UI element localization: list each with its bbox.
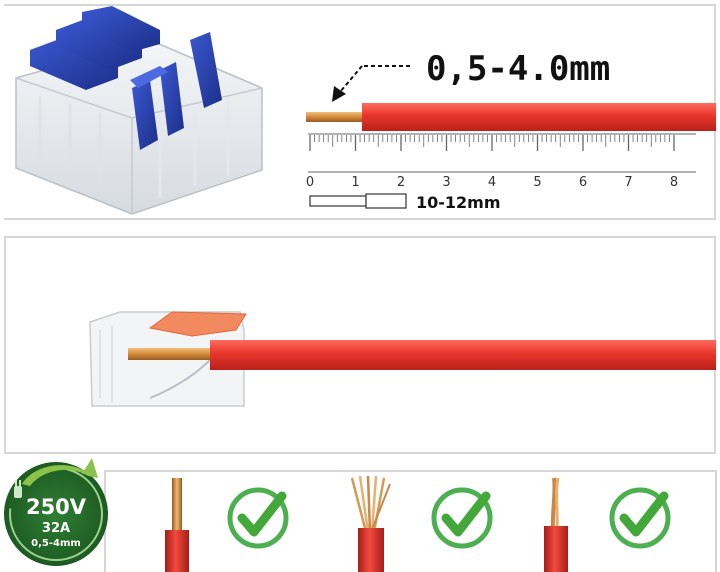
ruler-tick-label: 0 (306, 175, 314, 190)
wire-stranded (350, 475, 391, 572)
ruler-tick-label: 8 (670, 175, 678, 190)
ruler-tick-label: 1 (351, 175, 359, 190)
wire-solid (165, 478, 189, 572)
wire-range-label: 0,5-4.0mm (426, 49, 610, 89)
check-icon (227, 487, 289, 549)
ruler-tick-label: 7 (624, 175, 632, 190)
badge-voltage: 250V (26, 495, 87, 519)
badge-current: 32A (42, 521, 70, 536)
strip-length-label: 10-12mm (416, 193, 501, 212)
ruler-tick-label: 3 (442, 175, 450, 190)
wire-range-callout (332, 65, 410, 102)
connector-3way-image (15, 6, 263, 215)
check-icon (431, 487, 493, 549)
connector-side-image (89, 311, 716, 407)
wire-fine-stranded (544, 477, 568, 572)
plug-icon (14, 480, 22, 498)
badge-wire-range: 0,5-4mm (31, 538, 81, 549)
ruler-tick-label: 6 (579, 175, 587, 190)
strip-length-indicator (309, 193, 407, 209)
stripped-wire-top (306, 103, 716, 131)
ruler-tick-label: 5 (533, 175, 541, 190)
ruler-tick-label: 4 (488, 175, 496, 190)
rating-badge (4, 458, 108, 566)
ruler-tick-label: 2 (397, 175, 405, 190)
check-icon (609, 487, 671, 549)
ruler (308, 133, 696, 173)
